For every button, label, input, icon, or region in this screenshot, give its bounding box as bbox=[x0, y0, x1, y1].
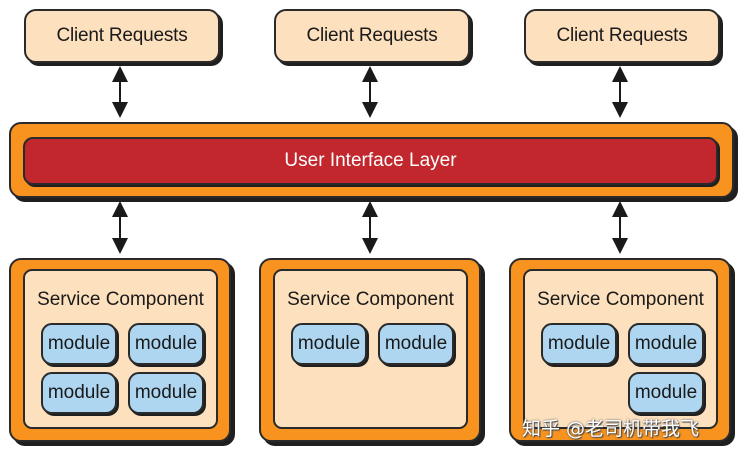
client-requests-label: Client Requests bbox=[556, 25, 688, 46]
service-component-title: Service Component bbox=[287, 289, 454, 310]
client-requests-box-3: Client Requests bbox=[524, 9, 720, 63]
module-box: module bbox=[128, 323, 204, 365]
client-requests-box-1: Client Requests bbox=[24, 9, 220, 63]
service-component-panel: Service Component module module module bbox=[523, 269, 718, 429]
module-box: module bbox=[541, 323, 617, 365]
module-box: module bbox=[128, 372, 204, 414]
module-box: module bbox=[291, 323, 367, 365]
service-component-2: Service Component module module bbox=[259, 258, 481, 442]
user-interface-layer-container: User Interface Layer bbox=[9, 122, 734, 198]
module-box: module bbox=[41, 323, 117, 365]
module-box: module bbox=[628, 323, 704, 365]
module-box: module bbox=[628, 372, 704, 414]
service-component-panel: Service Component module module module m… bbox=[23, 269, 218, 429]
user-interface-layer-bar: User Interface Layer bbox=[23, 137, 718, 185]
service-component-title: Service Component bbox=[537, 289, 704, 310]
service-component-panel: Service Component module module bbox=[273, 269, 468, 429]
client-requests-box-2: Client Requests bbox=[274, 9, 470, 63]
user-interface-layer-label: User Interface Layer bbox=[284, 150, 457, 171]
client-requests-label: Client Requests bbox=[306, 25, 438, 46]
service-component-title: Service Component bbox=[37, 289, 204, 310]
zhihu-watermark: 知乎 @老司机带我飞 bbox=[522, 418, 700, 440]
module-box: module bbox=[41, 372, 117, 414]
service-component-3: Service Component module module module bbox=[509, 258, 731, 442]
service-component-1: Service Component module module module m… bbox=[9, 258, 231, 442]
client-requests-label: Client Requests bbox=[56, 25, 188, 46]
module-box: module bbox=[378, 323, 454, 365]
